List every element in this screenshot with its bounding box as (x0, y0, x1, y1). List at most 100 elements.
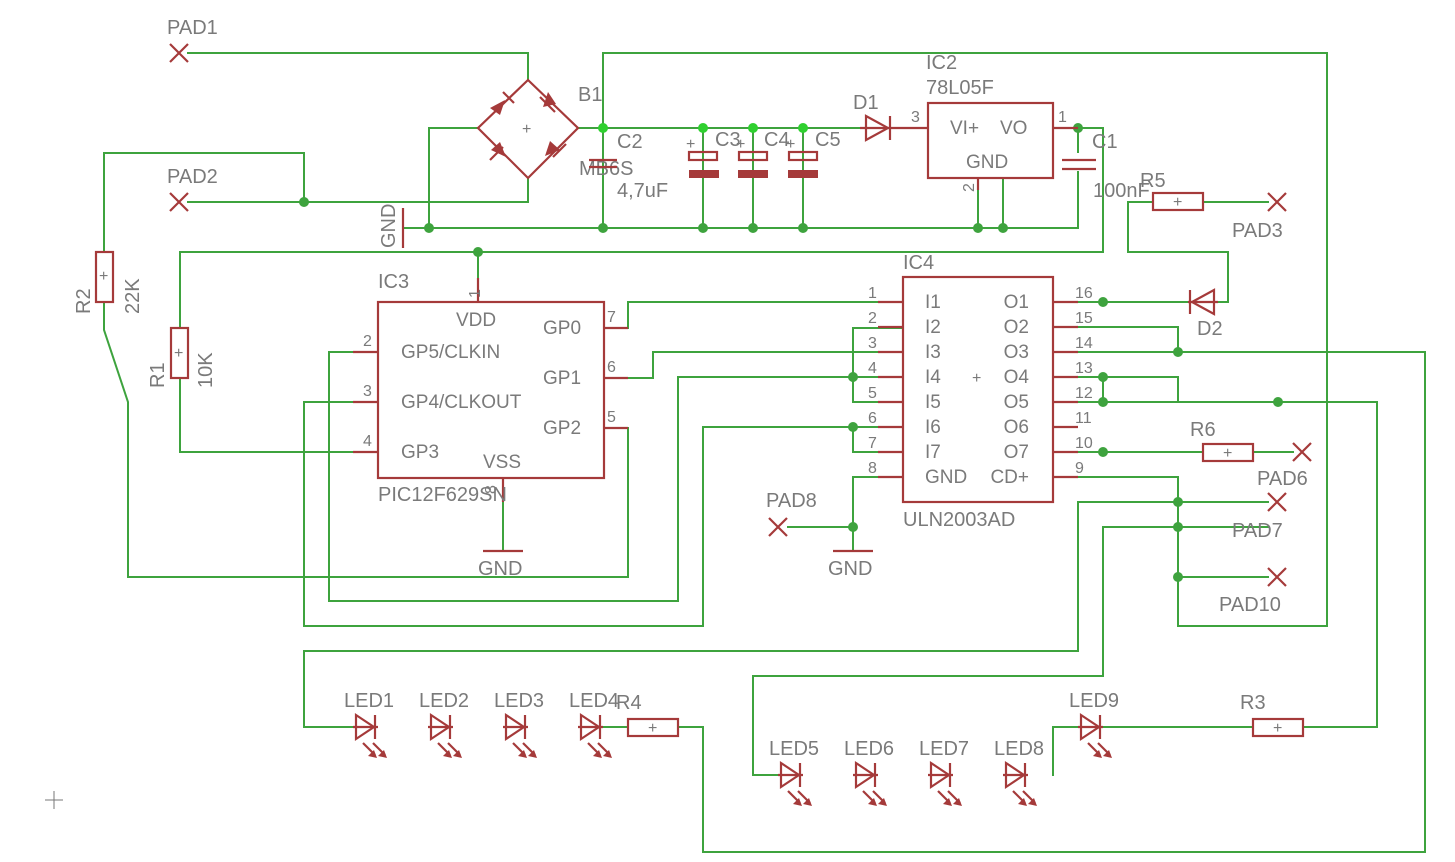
svg-text:GP3: GP3 (401, 442, 439, 463)
b1-name: B1 (578, 84, 602, 106)
ic4-value: ULN2003AD (903, 509, 1015, 531)
svg-text:GP5/CLKIN: GP5/CLKIN (401, 342, 500, 363)
svg-text:+: + (736, 136, 745, 153)
pad6-label: PAD6 (1257, 468, 1308, 490)
c2-name: C2 (617, 131, 643, 153)
r4-name: R4 (616, 692, 642, 714)
svg-text:GP2: GP2 (543, 418, 581, 439)
ic4-left-pin-label: I7 (925, 442, 941, 463)
c1-name: C1 (1092, 131, 1118, 153)
junctions (299, 123, 1283, 582)
svg-text:VO: VO (1000, 118, 1027, 139)
pad1-label: PAD1 (167, 17, 218, 39)
svg-text:2: 2 (363, 333, 372, 350)
pad8-label: PAD8 (766, 490, 817, 512)
svg-text:5: 5 (607, 409, 616, 426)
led-label: LED5 (769, 738, 819, 760)
svg-text:GND: GND (828, 558, 872, 580)
ic4-right-pin-number: 12 (1075, 385, 1093, 402)
r2-value: 22K (122, 278, 144, 314)
r6-name: R6 (1190, 419, 1216, 441)
gnd-symbol-left: GND (378, 204, 405, 248)
pad7-label: PAD7 (1232, 520, 1283, 542)
pad-pad10: PAD10 (1219, 567, 1287, 616)
led-label: LED1 (344, 690, 394, 712)
svg-text:1: 1 (467, 289, 484, 298)
ic4-left-pin-number: 1 (868, 285, 877, 302)
svg-text:1: 1 (1058, 109, 1067, 126)
ic4-left-pin-label: I3 (925, 342, 941, 363)
led-label: LED4 (569, 690, 619, 712)
ic4-right-pin-number: 14 (1075, 335, 1093, 352)
svg-text:+: + (1173, 194, 1182, 211)
led-3: LED3 (494, 690, 544, 758)
resistor-r1: + R1 10K (147, 326, 217, 388)
svg-text:+: + (972, 370, 981, 387)
led-1: LED1 (344, 690, 394, 758)
svg-text:+: + (522, 121, 531, 138)
svg-text:+: + (1223, 445, 1232, 462)
ic4-right-pin-number: 16 (1075, 285, 1093, 302)
led-4: LED4 (569, 690, 619, 758)
ic4-right-pin-label: CD+ (990, 467, 1029, 488)
ic4-left-pin-label: I1 (925, 292, 941, 313)
r5-name: R5 (1140, 170, 1166, 192)
svg-text:+: + (786, 136, 795, 153)
svg-text:6: 6 (607, 359, 616, 376)
svg-text:7: 7 (607, 309, 616, 326)
pad-pad6: PAD6 (1257, 442, 1312, 490)
svg-text:GP0: GP0 (543, 318, 581, 339)
svg-text:GP1: GP1 (543, 368, 581, 389)
ic4-right-pin-label: O3 (1004, 342, 1029, 363)
led-5: LED5 (769, 738, 819, 806)
resistor-r6: + R6 (1190, 419, 1255, 463)
capacitor-c1: C1 100nF (1062, 131, 1150, 202)
ic4-left-pin-number: 3 (868, 335, 877, 352)
microcontroller-ic3: IC3 PIC12F629SN VDD GP0 GP1 GP2 GP5/CLKI… (353, 271, 628, 506)
svg-text:VDD: VDD (456, 310, 496, 331)
ic4-right-pin-number: 10 (1075, 435, 1093, 452)
svg-text:+: + (686, 136, 695, 153)
pad3-label: PAD3 (1232, 220, 1283, 242)
ic4-left-pin-number: 4 (868, 360, 877, 377)
diode-d2: D2 (1188, 288, 1223, 340)
svg-text:2: 2 (961, 183, 978, 192)
svg-text:+: + (99, 268, 108, 285)
svg-text:GND: GND (966, 152, 1008, 173)
led-8: LED8 (994, 738, 1044, 806)
pad-pad7: PAD7 (1232, 492, 1287, 542)
c4-name: C4 (764, 129, 790, 151)
svg-text:VSS: VSS (483, 452, 521, 473)
gnd-symbol-ic4: GND (828, 549, 873, 580)
capacitor-c2: C2 4,7uF (589, 131, 668, 202)
pad10-label: PAD10 (1219, 594, 1281, 616)
ic4-right-pin-label: O6 (1004, 417, 1029, 438)
pad-pad2: PAD2 (167, 166, 218, 212)
svg-text:3: 3 (363, 383, 372, 400)
ic4-right-pin-number: 13 (1075, 360, 1093, 377)
ic4-left-pin-label: I6 (925, 417, 941, 438)
resistor-r2: + R2 22K (73, 250, 144, 314)
gnd-symbol-ic3: GND (478, 549, 523, 580)
r1-name: R1 (147, 362, 169, 388)
origin-marker (45, 791, 63, 809)
led-label: LED9 (1069, 690, 1119, 712)
led-2: LED2 (419, 690, 469, 758)
ic4-left-pin-number: 2 (868, 310, 877, 327)
ic4-right-pin-label: O7 (1004, 442, 1029, 463)
led-9: LED9 (1069, 690, 1119, 758)
resistor-r5: + R5 (1140, 170, 1205, 212)
svg-text:GP4/CLKOUT: GP4/CLKOUT (401, 392, 522, 413)
diode-d1: D1 (853, 92, 903, 142)
ic4-left-pin-number: 6 (868, 410, 877, 427)
svg-text:VI+: VI+ (950, 118, 979, 139)
ic4-right-pin-label: O4 (1004, 367, 1030, 388)
svg-text:+: + (1273, 720, 1282, 737)
svg-text:3: 3 (911, 109, 920, 126)
ic4-right-pin-label: O2 (1004, 317, 1029, 338)
b1-value: MB6S (579, 158, 633, 180)
pad2-label: PAD2 (167, 166, 218, 188)
r3-name: R3 (1240, 692, 1266, 714)
